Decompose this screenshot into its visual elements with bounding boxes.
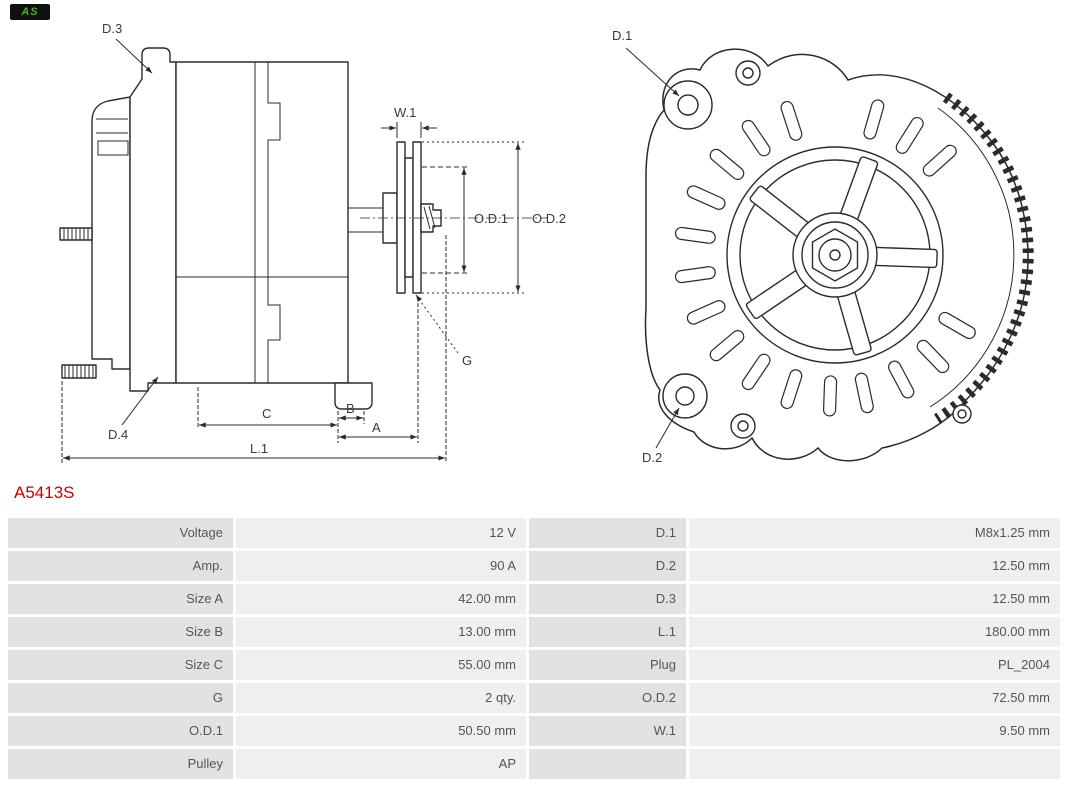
brand-logo-text: AS — [21, 6, 39, 18]
front-lug — [334, 382, 373, 410]
spec-table: Voltage 12 V D.1 M8x1.25 mm Amp. 90 A D.… — [8, 518, 1060, 779]
dim-label-od2: O.D.2 — [532, 211, 566, 226]
serrated-ring-inner-edge — [929, 107, 1015, 408]
mounting-hole-d2 — [675, 386, 695, 406]
part-number: A5413S — [14, 483, 75, 502]
brand-logo[interactable]: AS — [10, 4, 50, 20]
dim-label-a: A — [372, 420, 381, 435]
spec-value: 12.50 mm — [689, 551, 1060, 581]
spec-label: O.D.1 — [8, 716, 233, 746]
spec-label: Size C — [8, 650, 233, 680]
shaft-center — [829, 249, 841, 261]
bolt-hole-bottom — [737, 420, 749, 432]
table-row: Amp. 90 A D.2 12.50 mm — [8, 551, 1060, 581]
spec-label: O.D.2 — [529, 683, 686, 713]
spec-value: PL_2004 — [689, 650, 1060, 680]
spec-value: 90 A — [236, 551, 526, 581]
shaft-nut — [420, 203, 442, 233]
pulley-flange-front — [412, 141, 422, 294]
spec-value: 2 qty. — [236, 683, 526, 713]
spec-value: 9.50 mm — [689, 716, 1060, 746]
mounting-hole-d1 — [677, 94, 699, 116]
dim-label-d1: D.1 — [612, 28, 632, 43]
dim-label-od1: O.D.1 — [474, 211, 508, 226]
spec-value: M8x1.25 mm — [689, 518, 1060, 548]
spec-value: 50.50 mm — [236, 716, 526, 746]
dim-label-d3: D.3 — [102, 21, 122, 36]
dim-label-b: B — [346, 401, 355, 416]
spec-label: W.1 — [529, 716, 686, 746]
spec-label: L.1 — [529, 617, 686, 647]
dim-label-w1: W.1 — [394, 105, 416, 120]
rear-housing — [129, 47, 177, 392]
spec-label: Amp. — [8, 551, 233, 581]
body-detail-lines — [63, 62, 436, 383]
spec-label: D.3 — [529, 584, 686, 614]
spec-label: D.1 — [529, 518, 686, 548]
dim-label-g: G — [462, 353, 472, 368]
front-view-drawing: D.1 D.2 — [612, 28, 1034, 465]
dim-label-d2: D.2 — [642, 450, 662, 465]
spec-value: 72.50 mm — [689, 683, 1060, 713]
mounting-stud — [61, 364, 97, 379]
spec-label: D.2 — [529, 551, 686, 581]
spec-label: Pulley — [8, 749, 233, 779]
spec-value: 12 V — [236, 518, 526, 548]
leader-d1 — [625, 47, 680, 97]
pulley-groove — [404, 157, 414, 278]
spec-label: Size A — [8, 584, 233, 614]
dim-label-l1: L.1 — [250, 441, 268, 456]
table-row: Voltage 12 V D.1 M8x1.25 mm — [8, 518, 1060, 548]
spec-value: 42.00 mm — [236, 584, 526, 614]
table-row: Size B 13.00 mm L.1 180.00 mm — [8, 617, 1060, 647]
pulley-flange-rear — [396, 141, 406, 294]
serrated-ring — [934, 92, 1034, 424]
spec-value: AP — [236, 749, 526, 779]
bolt-hole-top — [742, 67, 754, 79]
spec-value — [689, 749, 1060, 779]
spec-label: Plug — [529, 650, 686, 680]
side-view-drawing: D.3 W.1 O.D.1 O.D.2 G D.4 C B A L.1 — [59, 21, 566, 463]
spec-value: 12.50 mm — [689, 584, 1060, 614]
table-row: Pulley AP — [8, 749, 1060, 779]
spec-label — [529, 749, 686, 779]
spec-value: 180.00 mm — [689, 617, 1060, 647]
table-row: Size A 42.00 mm D.3 12.50 mm — [8, 584, 1060, 614]
leader-d2 — [655, 407, 680, 449]
spec-label: Size B — [8, 617, 233, 647]
table-row: Size C 55.00 mm Plug PL_2004 — [8, 650, 1060, 680]
main-body — [175, 61, 349, 384]
dimension-lines — [61, 38, 524, 463]
bolt-hole-right — [957, 409, 967, 419]
spec-label: Voltage — [8, 518, 233, 548]
table-row: G 2 qty. O.D.2 72.50 mm — [8, 683, 1060, 713]
rear-cover — [91, 96, 131, 370]
dim-label-d4: D.4 — [108, 427, 128, 442]
spec-value: 13.00 mm — [236, 617, 526, 647]
dim-label-c: C — [262, 406, 271, 421]
pulley-spokes — [745, 156, 938, 356]
spec-value: 55.00 mm — [236, 650, 526, 680]
vent-slots — [674, 99, 976, 417]
table-row: O.D.1 50.50 mm W.1 9.50 mm — [8, 716, 1060, 746]
spec-label: G — [8, 683, 233, 713]
